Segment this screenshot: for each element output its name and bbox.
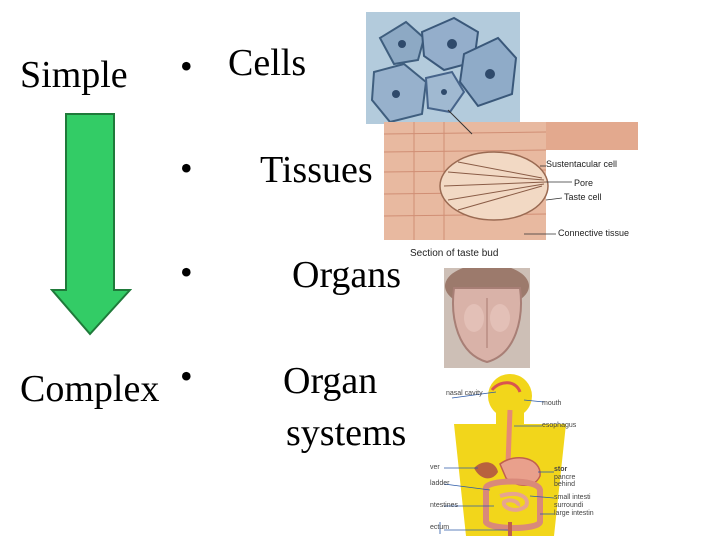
esophagus-label: esophagus (542, 422, 577, 429)
complex-label: Complex (20, 368, 160, 410)
tongue-image (444, 268, 530, 368)
sustentacular-label: Sustentacular cell (546, 159, 618, 169)
connective-tissue-label: Connective tissue (558, 228, 630, 238)
stomach-label: stor (554, 466, 568, 473)
organ-system-image: nasal cavity mouth esophagus ver stor pa… (430, 372, 594, 536)
rectum-label: ectum (430, 524, 450, 531)
down-arrow-icon (50, 113, 132, 336)
small-intestine-label: small intesti (554, 494, 591, 501)
large-intestine-label: large intestin (554, 510, 594, 517)
simple-label: Simple (20, 54, 128, 96)
organ-systems-bullet: • (180, 356, 193, 396)
behind-label: behind (554, 481, 576, 488)
tissues-bullet: • (180, 148, 193, 188)
cells-image (366, 12, 520, 124)
organ-systems-label-line2: systems (286, 412, 407, 454)
liver-label: ver (430, 464, 440, 471)
cells-label: Cells (228, 42, 307, 84)
taste-cell-label: Taste cell (564, 192, 602, 202)
cell-pointer-line (447, 109, 473, 135)
organs-label: Organs (292, 254, 402, 296)
digestive-system-drawing (430, 372, 580, 536)
intestines-label: ntestines (430, 502, 459, 509)
nasal-cavity-label: nasal cavity (446, 390, 483, 397)
tissue-caption: Section of taste bud (410, 248, 499, 259)
organs-bullet: • (180, 252, 193, 292)
pore-label: Pore (574, 178, 594, 188)
mouth-label: mouth (542, 400, 562, 407)
surrounding-label: surroundi (554, 502, 584, 509)
organ-systems-label-line1: Organ (283, 360, 378, 402)
cells-bullet: • (180, 46, 193, 86)
taste-bud-drawing (384, 122, 638, 242)
pancreas-label: pancre (554, 474, 576, 481)
tissue-image: Sustentacular cell Pore Taste cell Conne… (384, 122, 638, 262)
bladder-label: ladder (430, 480, 450, 487)
tissues-label: Tissues (260, 149, 373, 191)
